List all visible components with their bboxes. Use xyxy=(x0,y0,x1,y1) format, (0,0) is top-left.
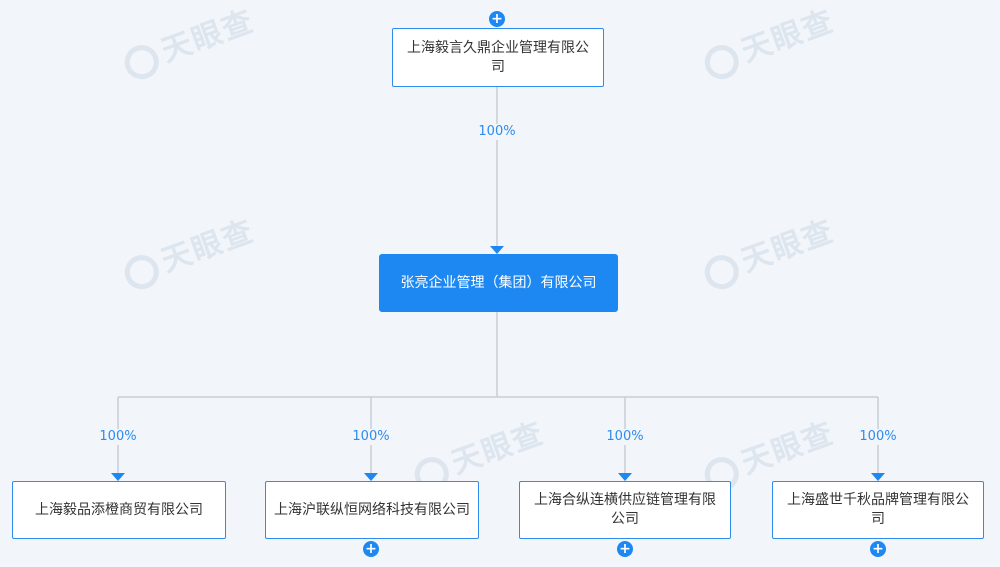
child-share-label: 100% xyxy=(857,429,899,445)
plus-circle-icon[interactable]: + xyxy=(363,541,379,557)
plus-circle-icon[interactable]: + xyxy=(870,541,886,557)
arrow-down-icon xyxy=(618,473,632,481)
arrow-down-icon xyxy=(111,473,125,481)
arrow-down-icon xyxy=(364,473,378,481)
arrow-down-icon xyxy=(871,473,885,481)
plus-circle-icon[interactable]: + xyxy=(617,541,633,557)
child-company-name: 上海毅品添橙商贸有限公司 xyxy=(35,501,203,518)
root-company-name: 张亮企业管理（集团）有限公司 xyxy=(400,274,597,291)
arrow-down-icon xyxy=(490,246,504,254)
child-company-name: 上海盛世千秋品牌管理有限公司 xyxy=(787,492,969,527)
parent-share-label: 100% xyxy=(476,124,518,140)
parent-company-name: 上海毅言久鼎企业管理有限公司 xyxy=(407,39,589,75)
child-company-node[interactable]: 上海沪联纵恒网络科技有限公司 xyxy=(265,481,479,539)
plus-circle-icon[interactable]: + xyxy=(489,11,505,27)
child-share-label: 100% xyxy=(604,429,646,445)
child-share-label: 100% xyxy=(97,429,139,445)
child-share-label: 100% xyxy=(350,429,392,445)
child-company-name: 上海沪联纵恒网络科技有限公司 xyxy=(274,501,470,518)
root-company-node[interactable]: 张亮企业管理（集团）有限公司 xyxy=(379,254,618,312)
parent-company-node[interactable]: 上海毅言久鼎企业管理有限公司 xyxy=(392,28,604,87)
child-company-node[interactable]: 上海毅品添橙商贸有限公司 xyxy=(12,481,226,539)
child-company-name: 上海合纵连横供应链管理有限公司 xyxy=(534,492,716,527)
child-company-node[interactable]: 上海合纵连横供应链管理有限公司 xyxy=(519,481,731,539)
child-company-node[interactable]: 上海盛世千秋品牌管理有限公司 xyxy=(772,481,984,539)
